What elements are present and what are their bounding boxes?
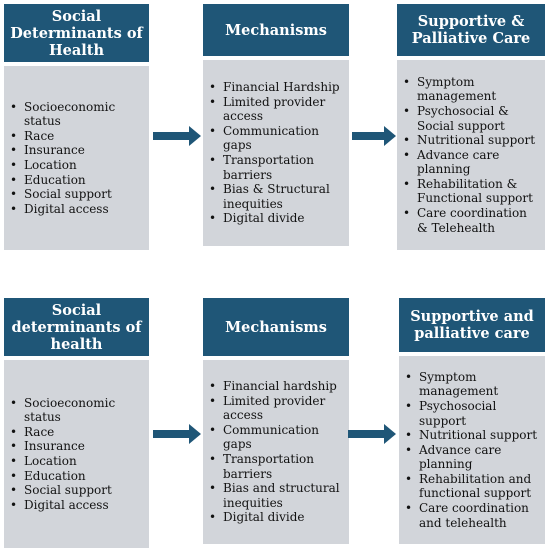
care-header: Supportive & Palliative Care <box>397 4 545 56</box>
arrow-right-icon <box>153 126 201 146</box>
list-item: Transportation barriers <box>209 452 343 481</box>
mechanisms-header: Mechanisms <box>203 4 349 56</box>
arrow-right-icon <box>153 424 201 444</box>
list-item: Social support <box>10 483 143 498</box>
arrow-right-icon <box>352 126 396 146</box>
list-item: Education <box>10 173 143 188</box>
list-item: Psychosocial support <box>405 399 539 428</box>
list-item: Rehabilitation and functional support <box>405 472 539 501</box>
list-item: Communication gaps <box>209 124 343 153</box>
care-column: Supportive & Palliative Care Symptom man… <box>397 4 545 250</box>
list-item: Location <box>10 158 143 173</box>
list-item: Socioeconomic status <box>10 396 143 425</box>
list-item: Education <box>10 469 143 484</box>
list-item: Financial hardship <box>209 379 343 394</box>
list-item: Race <box>10 425 143 440</box>
determinants-list: Socioeconomic statusRaceInsuranceLocatio… <box>4 100 149 217</box>
list-item: Rehabilitation & Functional support <box>403 177 539 206</box>
mechanisms-column: Mechanisms Financial HardshipLimited pro… <box>203 4 349 246</box>
mechanisms-body: Financial hardshipLimited provider acces… <box>203 360 349 544</box>
determinants-body: Socioeconomic statusRaceInsuranceLocatio… <box>4 66 149 250</box>
care-list: Symptom managementPsychosocial & Social … <box>397 75 545 236</box>
diagram-top: Social Determinants of Health Socioecono… <box>0 0 550 260</box>
mechanisms-header: Mechanisms <box>203 298 349 356</box>
list-item: Care coordination and telehealth <box>405 501 539 530</box>
care-header: Supportive and palliative care <box>399 298 545 352</box>
list-item: Digital access <box>10 202 143 217</box>
list-item: Insurance <box>10 143 143 158</box>
list-item: Psychosocial & Social support <box>403 104 539 133</box>
determinants-header: Social Determinants of Health <box>4 4 149 62</box>
list-item: Communication gaps <box>209 423 343 452</box>
list-item: Financial Hardship <box>209 80 343 95</box>
list-item: Bias & Structural inequities <box>209 182 343 211</box>
care-list: Symptom managementPsychosocial supportNu… <box>399 370 545 531</box>
diagram-bottom: Social determinants of health Socioecono… <box>0 294 550 550</box>
list-item: Digital divide <box>209 211 343 226</box>
list-item: Transportation barriers <box>209 153 343 182</box>
list-item: Limited provider access <box>209 95 343 124</box>
determinants-column: Social determinants of health Socioecono… <box>4 298 149 548</box>
list-item: Location <box>10 454 143 469</box>
list-item: Bias and structural inequities <box>209 481 343 510</box>
list-item: Care coordination & Telehealth <box>403 206 539 235</box>
list-item: Advance care planning <box>405 443 539 472</box>
determinants-body: Socioeconomic statusRaceInsuranceLocatio… <box>4 360 149 548</box>
care-body: Symptom managementPsychosocial supportNu… <box>399 356 545 544</box>
list-item: Digital divide <box>209 510 343 525</box>
determinants-column: Social Determinants of Health Socioecono… <box>4 4 149 250</box>
mechanisms-column: Mechanisms Financial hardshipLimited pro… <box>203 298 349 544</box>
list-item: Race <box>10 129 143 144</box>
list-item: Social support <box>10 187 143 202</box>
list-item: Advance care planning <box>403 148 539 177</box>
list-item: Digital access <box>10 498 143 513</box>
list-item: Nutritional support <box>405 428 539 443</box>
list-item: Nutritional support <box>403 133 539 148</box>
list-item: Symptom management <box>405 370 539 399</box>
list-item: Socioeconomic status <box>10 100 143 129</box>
mechanisms-list: Financial HardshipLimited provider acces… <box>203 80 349 226</box>
list-item: Symptom management <box>403 75 539 104</box>
determinants-list: Socioeconomic statusRaceInsuranceLocatio… <box>4 396 149 513</box>
determinants-header: Social determinants of health <box>4 298 149 356</box>
arrow-right-icon <box>348 424 396 444</box>
mechanisms-list: Financial hardshipLimited provider acces… <box>203 379 349 525</box>
care-column: Supportive and palliative care Symptom m… <box>399 298 545 544</box>
list-item: Limited provider access <box>209 394 343 423</box>
care-body: Symptom managementPsychosocial & Social … <box>397 60 545 250</box>
mechanisms-body: Financial HardshipLimited provider acces… <box>203 60 349 246</box>
list-item: Insurance <box>10 439 143 454</box>
